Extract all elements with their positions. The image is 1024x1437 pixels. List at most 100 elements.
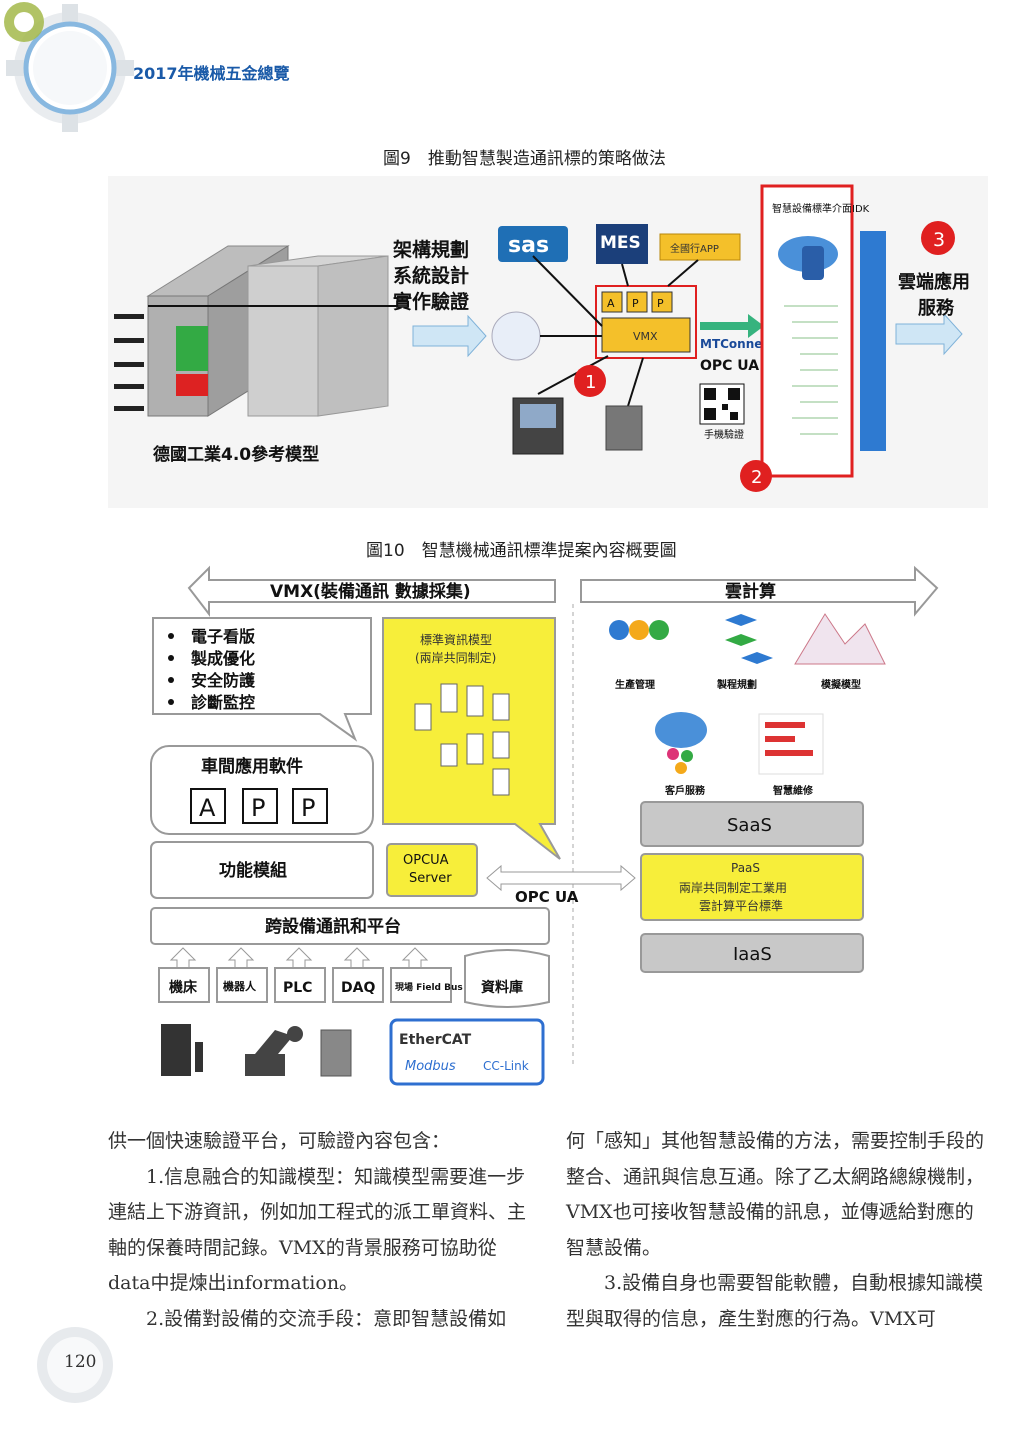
gear-icon — [6, 4, 134, 132]
label-system-design: 系統設計 — [393, 264, 469, 287]
cloud-icon-label-4: 客戶服務 — [664, 784, 706, 797]
saas-box — [640, 801, 864, 847]
paas-box — [640, 853, 864, 921]
figure10-diagram: VMX(裝備通訊 數據採集) 雲計算 電子看版 製成優化 安全防護 診斷監控 標… — [145, 564, 945, 1096]
mtconnect-logo: MTConnect — [700, 337, 776, 351]
iaas-box — [640, 933, 864, 973]
svg-text:A: A — [607, 297, 615, 310]
cross-device-platform-box — [150, 907, 550, 945]
svg-text:sas: sas — [508, 233, 549, 258]
svg-text:全國行APP: 全國行APP — [670, 242, 719, 255]
industry40-cube — [114, 245, 389, 417]
svg-text:2: 2 — [751, 467, 762, 488]
badge-1 — [574, 365, 606, 397]
smart-maintenance-icon — [758, 713, 824, 775]
cloud-arrow — [580, 565, 939, 617]
figure10-caption: 圖10 智慧機械通訊標準提案內容概要圖 — [366, 541, 677, 561]
opcua-logo: OPC UA — [700, 358, 759, 374]
svg-text:OPCUA: OPCUA — [403, 853, 449, 868]
svg-text:MES: MES — [600, 233, 641, 253]
svg-text:VMX(裝備通訊 數據採集): VMX(裝備通訊 數據採集) — [270, 581, 471, 602]
feature-bubble — [152, 617, 372, 742]
robot-arm-icon — [245, 1026, 303, 1076]
iaas-label: IaaS — [733, 944, 772, 965]
cloud-icon-label-1: 生產管理 — [615, 678, 655, 691]
page-number: 120 — [64, 1352, 97, 1372]
opcua-double-arrow — [486, 864, 636, 892]
bullet-3: 安全防護 — [191, 671, 256, 690]
app-letter-p1: P — [251, 794, 265, 822]
idk-title: 智慧設備標準介面IDK — [772, 202, 870, 215]
io-module-icon — [320, 1029, 352, 1077]
info-model-tree — [414, 683, 510, 796]
cloud-service-label-1: 雲端應用 — [898, 271, 970, 293]
device-module-icon — [605, 405, 643, 451]
badge-3 — [921, 221, 955, 255]
device-fieldbus: 現場 Field Bus — [395, 981, 463, 993]
cnc-machine-icon — [161, 1024, 203, 1076]
tree-list — [784, 305, 838, 435]
opcua-label: OPC UA — [515, 888, 579, 906]
ethercat-logo: EtherCAT — [399, 1032, 472, 1048]
cloud-icon-label-5: 智慧維修 — [773, 784, 814, 797]
opcua-server-box — [386, 843, 478, 897]
bullet-2: 製成優化 — [190, 649, 255, 668]
svg-text:雲計算: 雲計算 — [725, 581, 776, 602]
label-implementation: 實作驗證 — [393, 290, 470, 313]
info-model-subtitle: (兩岸共同制定) — [415, 650, 496, 665]
function-module-box — [150, 841, 374, 899]
paas-desc-1: 兩岸共同制定工業用 — [679, 880, 787, 895]
col1-para-2: 1.信息融合的知識模型：知識模型需要進一步連結上下游資訊，例如加工程式的派工單資… — [108, 1165, 527, 1295]
device-plc: PLC — [283, 980, 312, 996]
cloud-icon-label-2: 製程規劃 — [716, 678, 757, 691]
qr-code-icon — [699, 383, 745, 425]
svg-text:1: 1 — [585, 372, 596, 393]
app-letter-p2: P — [301, 794, 315, 822]
label-architecture: 架構規劃 — [392, 238, 469, 261]
service-bar — [860, 231, 886, 451]
body-column-2: 何「感知」其他智慧設備的方法，需要控制手段的整合、通訊與信息互通。除了乙太網路總… — [566, 1124, 988, 1337]
col1-para-3: 2.設備對設備的交流手段：意即智慧設備如 — [146, 1307, 507, 1330]
vmx-red-frame — [595, 285, 697, 359]
device-machine-tool: 機床 — [169, 979, 198, 996]
app-letter-a: A — [199, 794, 216, 822]
paas-label: PaaS — [731, 861, 760, 875]
cloud-icon-label-3: 模擬模型 — [821, 678, 861, 691]
mes-logo — [596, 224, 648, 264]
customer-service-icon — [655, 712, 707, 774]
vmx-double-arrow — [187, 565, 556, 617]
header-gear-decoration — [4, 2, 134, 132]
col1-para-1: 供一個快速驗證平台，可驗證內容包含： — [108, 1130, 451, 1152]
cloud-service-label-2: 服務 — [918, 297, 955, 319]
simulation-model-icon — [794, 613, 886, 665]
body-column-1: 供一個快速驗證平台，可驗證內容包含： 1.信息融合的知識模型：知識模型需要進一步… — [108, 1124, 528, 1337]
info-model-title: 標準資訊模型 — [420, 632, 492, 647]
modbus-logo: Modbus — [405, 1059, 456, 1074]
page-number-gear-decoration — [37, 1327, 113, 1403]
svg-text:3: 3 — [933, 229, 945, 251]
cloud-database-icon — [778, 236, 838, 280]
qr-label: 手機驗證 — [704, 428, 744, 441]
cross-device-platform-label: 跨設備通訊和平台 — [265, 916, 401, 937]
bullet-1: 電子看版 — [191, 627, 255, 646]
col2-para-2: 3.設備自身也需要智能軟體，自動根據知識模型與取得的信息，產生對應的行為。VMX… — [566, 1272, 984, 1330]
saas-label: SaaS — [727, 815, 772, 836]
fieldbus-panel — [389, 1018, 545, 1086]
figure9-diagram: 德國工業4.0參考模型 架構規劃 系統設計 實作驗證 sas MES 全國行AP… — [108, 176, 988, 508]
svg-text:P: P — [657, 297, 664, 310]
database-cylinder-icon — [464, 949, 550, 1008]
svg-text:Server: Server — [409, 871, 452, 886]
network-hub-icon — [491, 311, 541, 361]
production-management-icon — [609, 620, 669, 640]
gear-icon — [37, 1327, 113, 1403]
col2-para-1: 何「感知」其他智慧設備的方法，需要控制手段的整合、通訊與信息互通。除了乙太網路總… — [566, 1130, 985, 1259]
figure9-caption: 圖9 推動智慧製造通訊標的策略做法 — [383, 149, 666, 169]
device-daq: DAQ — [341, 980, 375, 996]
sas-logo — [498, 226, 568, 262]
bullet-4: 診斷監控 — [191, 693, 255, 712]
svg-text:VMX: VMX — [633, 330, 658, 343]
device-robot: 機器人 — [223, 979, 257, 993]
device-database: 資料庫 — [481, 979, 523, 996]
paas-desc-2: 雲計算平台標準 — [699, 898, 783, 913]
process-planning-icon — [725, 614, 773, 664]
